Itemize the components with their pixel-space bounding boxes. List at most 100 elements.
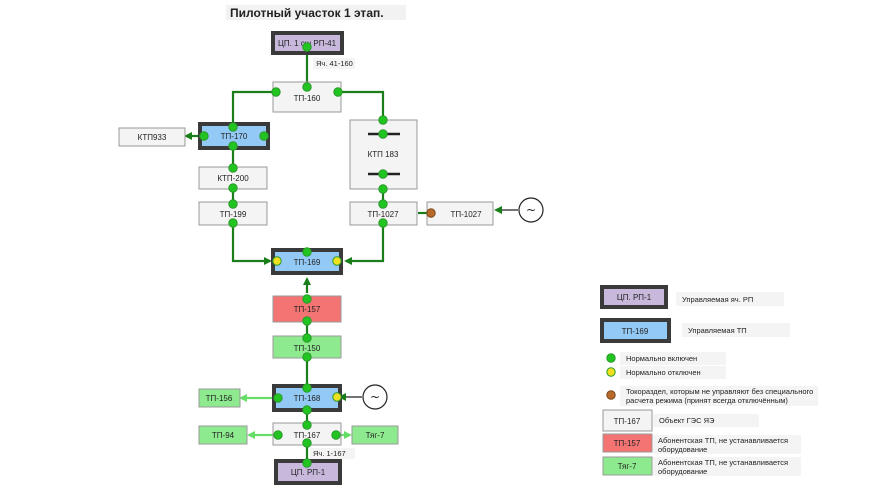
- cell-bottom-box: [310, 448, 355, 459]
- switch-on-dot[interactable]: [228, 199, 238, 209]
- switch-on-dot[interactable]: [302, 352, 312, 362]
- switch-on-dot[interactable]: [378, 199, 388, 209]
- switch-on-dot[interactable]: [302, 247, 312, 257]
- switch-on-dot[interactable]: [378, 169, 388, 179]
- switch-on-dot[interactable]: [302, 458, 312, 468]
- node-tp94[interactable]: ТП-94: [198, 425, 248, 445]
- node-ktp933[interactable]: КТП933: [118, 127, 186, 147]
- legend-off-box: [620, 366, 726, 379]
- switch-on-dot[interactable]: [302, 82, 312, 92]
- page-title: Пилотный участок 1 этап.: [230, 6, 384, 20]
- legend-rp-sample-label: ЦП. РП-1: [617, 293, 652, 302]
- line-tp199-tp169: [231, 244, 272, 265]
- legend-tp-managed-sample: [600, 318, 671, 343]
- node-tp1027-right[interactable]: ТП-1027: [426, 201, 494, 226]
- switch-on-dot[interactable]: [378, 115, 388, 125]
- legend-tp-managed-sample-label: ТП-169: [622, 327, 649, 336]
- node-ktp183-label: КТП 183: [368, 150, 399, 159]
- node-tp160-label: ТП-160: [294, 94, 321, 103]
- legend-green-text2: оборудование: [658, 467, 707, 476]
- node-tp169-label: ТП-169: [294, 258, 321, 267]
- switch-on-dot[interactable]: [302, 438, 312, 448]
- switch-on-dot[interactable]: [302, 383, 312, 393]
- switch-on-dot[interactable]: [302, 316, 312, 326]
- switch-on-dot[interactable]: [228, 141, 238, 151]
- switch-on-dot[interactable]: [273, 430, 283, 440]
- switch-on-dot[interactable]: [228, 163, 238, 173]
- node-tp156[interactable]: ТП-156: [198, 388, 241, 408]
- node-tp1027-left-label: ТП-1027: [367, 210, 399, 219]
- switch-on-dot[interactable]: [378, 129, 388, 139]
- node-tp199-label: ТП-199: [220, 210, 247, 219]
- node-tag7[interactable]: Тяг-7: [351, 425, 399, 445]
- switch-on-dot[interactable]: [228, 122, 238, 132]
- legend-green-box: [653, 457, 801, 476]
- node-tp168-label: ТП-168: [294, 394, 321, 403]
- legend-red-text2: оборудование: [658, 445, 707, 454]
- switch-on-dot[interactable]: [378, 218, 388, 228]
- legend-boundary-dot: [606, 390, 616, 400]
- legend-red-box: [653, 435, 801, 454]
- switch-on-dot[interactable]: [228, 183, 238, 193]
- node-tp94-label: ТП-94: [212, 431, 235, 440]
- switch-on-dot[interactable]: [271, 87, 281, 97]
- legend-tp-managed-text: Управляемая ТП: [688, 326, 747, 335]
- line-tp1027-tp169: [344, 226, 385, 265]
- switch-on-dot[interactable]: [331, 430, 341, 440]
- legend-green-sample-label: Тяг-7: [618, 462, 637, 471]
- switch-on-dot[interactable]: [273, 393, 283, 403]
- switch-off-dot[interactable]: [272, 256, 282, 266]
- boundary-dot[interactable]: [426, 208, 436, 218]
- legend-on-dot: [606, 353, 616, 363]
- legend-plain-text: Объект ГЭС ЯЭ: [659, 416, 715, 425]
- title-box: [226, 5, 406, 20]
- legend-off-text: Нормально отключен: [626, 368, 701, 377]
- switch-on-dot[interactable]: [302, 294, 312, 304]
- switch-off-dot[interactable]: [332, 392, 342, 402]
- switch-on-dot[interactable]: [302, 405, 312, 415]
- switch-on-dot[interactable]: [302, 42, 312, 52]
- cell-top-label: Яч. 41-160: [316, 59, 353, 68]
- legend-rp-box: [676, 292, 784, 306]
- legend-green-sample: [602, 456, 653, 476]
- generator-icon-tp1027: ~: [518, 197, 544, 223]
- legend-plain-box: [653, 414, 759, 427]
- legend-red-sample: [602, 433, 653, 453]
- node-tp167-label: ТП-167: [294, 431, 321, 440]
- legend-boundary-text: Токораздел, которым не управляют без спе…: [626, 387, 813, 396]
- node-ktp200-label: КТП-200: [217, 174, 249, 183]
- legend-green-text: Абонентская ТП, не устанавливается: [658, 458, 788, 467]
- node-tag7-label: Тяг-7: [366, 431, 385, 440]
- switch-on-dot[interactable]: [302, 420, 312, 430]
- node-tp157-label: ТП-157: [294, 305, 321, 314]
- line-tp160-tp170: [231, 90, 276, 127]
- switch-on-dot[interactable]: [228, 218, 238, 228]
- legend-red-text: Абонентская ТП, не устанавливается: [658, 436, 788, 445]
- generator-symbol: ~: [526, 203, 536, 217]
- switch-on-dot[interactable]: [199, 131, 209, 141]
- switch-off-dot[interactable]: [332, 256, 342, 266]
- switch-on-dot[interactable]: [259, 131, 269, 141]
- legend-boundary-text2: расчета режима (принят всегда отключённы…: [626, 396, 788, 405]
- legend-off-dot: [606, 367, 616, 377]
- node-ktp933-label: КТП933: [138, 133, 167, 142]
- legend-tp-managed-box: [682, 323, 790, 337]
- switch-on-dot[interactable]: [302, 333, 312, 343]
- switch-dots: [199, 42, 436, 468]
- node-tp156-label: ТП-156: [206, 394, 233, 403]
- legend-red-sample-label: ТП-157: [614, 439, 641, 448]
- switch-on-dot[interactable]: [333, 87, 343, 97]
- legend-plain-sample: [602, 409, 653, 432]
- cell-bottom-label: Яч. 1-167: [313, 449, 346, 458]
- legend-rp-text: Управляемая яч. РП: [682, 295, 753, 304]
- legend-on-box: [620, 352, 726, 365]
- switch-on-dot[interactable]: [378, 184, 388, 194]
- legend: ЦП. РП-1 Управляемая яч. РП ТП-169 Управ…: [600, 285, 818, 476]
- generator-icon-tp168: ~: [362, 384, 388, 410]
- generator-symbol: ~: [370, 390, 380, 404]
- node-tp170-label: ТП-170: [221, 132, 248, 141]
- node-tp150-label: ТП-150: [294, 344, 321, 353]
- line-tp160-ktp183: [338, 90, 385, 120]
- legend-rp-sample: [600, 285, 668, 309]
